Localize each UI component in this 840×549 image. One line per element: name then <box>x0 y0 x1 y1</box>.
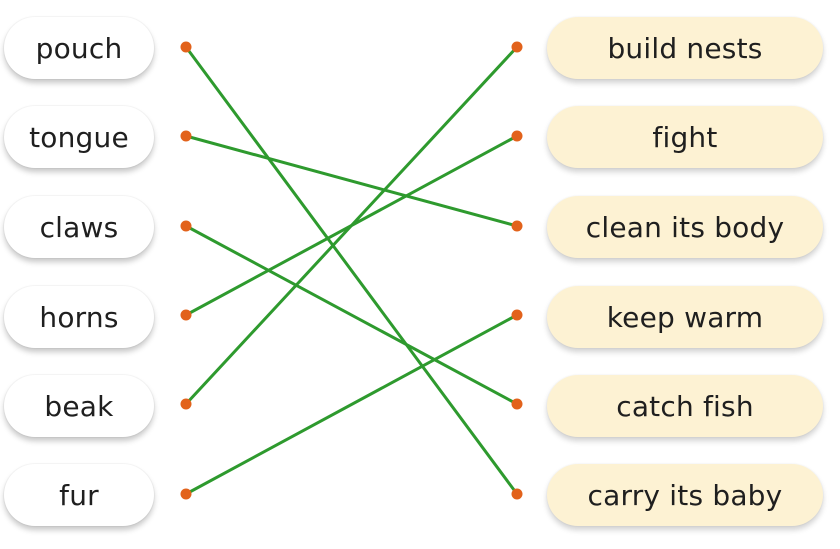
right-item-clean-its-body[interactable]: clean its body <box>547 196 823 258</box>
right-item-keep-warm[interactable]: keep warm <box>547 286 823 348</box>
left-item-label: claws <box>39 210 119 244</box>
right-item-catch-fish[interactable]: catch fish <box>547 375 823 437</box>
right-connector-dot-catch-fish[interactable] <box>511 398 523 410</box>
match-line-tongue-to-clean-its-body <box>184 134 519 228</box>
right-item-build-nests[interactable]: build nests <box>547 17 823 79</box>
left-item-label: beak <box>44 389 114 423</box>
right-connector-dot-clean-its-body[interactable] <box>511 220 523 232</box>
right-item-label: keep warm <box>606 300 764 334</box>
left-item-label: horns <box>39 300 119 334</box>
right-item-label: build nests <box>607 31 763 65</box>
match-line-horns-to-fight <box>184 134 519 317</box>
left-connector-dot-claws[interactable] <box>180 220 192 232</box>
left-item-horns[interactable]: horns <box>4 286 154 348</box>
right-item-fight[interactable]: fight <box>547 106 823 168</box>
left-item-tongue[interactable]: tongue <box>4 106 154 168</box>
decorative-arc <box>543 0 597 11</box>
left-item-label: pouch <box>35 31 123 65</box>
left-item-label: fur <box>59 478 99 512</box>
right-item-label: clean its body <box>585 210 785 244</box>
left-connector-dot-fur[interactable] <box>180 488 192 500</box>
right-item-label: carry its baby <box>587 478 783 512</box>
match-line-pouch-to-carry-its-baby <box>184 45 519 496</box>
right-connector-dot-build-nests[interactable] <box>511 41 523 53</box>
right-connector-dot-keep-warm[interactable] <box>511 309 523 321</box>
match-line-fur-to-keep-warm <box>184 313 519 496</box>
left-item-pouch[interactable]: pouch <box>4 17 154 79</box>
left-item-label: tongue <box>29 120 129 154</box>
right-item-label: fight <box>652 120 718 154</box>
left-item-beak[interactable]: beak <box>4 375 154 437</box>
right-item-carry-its-baby[interactable]: carry its baby <box>547 464 823 526</box>
left-connector-dot-tongue[interactable] <box>180 130 192 142</box>
right-connector-dot-carry-its-baby[interactable] <box>511 488 523 500</box>
left-item-claws[interactable]: claws <box>4 196 154 258</box>
match-line-claws-to-catch-fish <box>184 224 519 406</box>
left-connector-dot-beak[interactable] <box>180 398 192 410</box>
right-item-label: catch fish <box>616 389 754 423</box>
left-connector-dot-pouch[interactable] <box>180 41 192 53</box>
match-line-beak-to-build-nests <box>184 45 519 406</box>
left-connector-dot-horns[interactable] <box>180 309 192 321</box>
right-connector-dot-fight[interactable] <box>511 130 523 142</box>
left-item-fur[interactable]: fur <box>4 464 154 526</box>
